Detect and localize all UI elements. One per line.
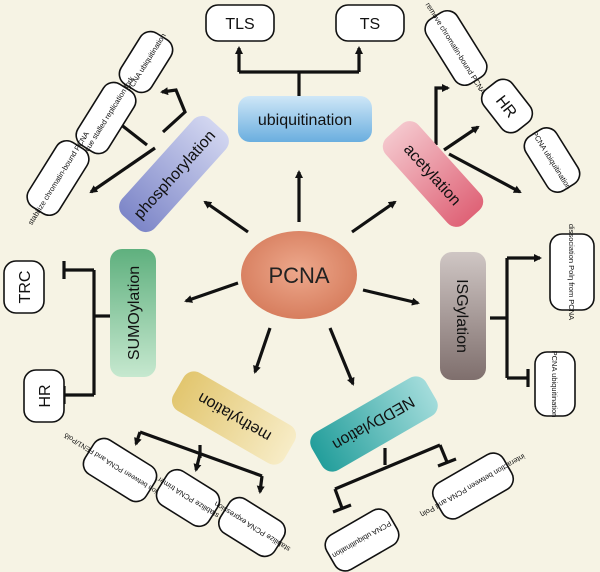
center-node: PCNA: [241, 231, 357, 319]
outcome-isg-ubiquitination: PCNA ubiquitination: [534, 351, 576, 418]
pill-acetylation: acetylation: [382, 121, 484, 227]
outcome-tls-label: TLS: [225, 16, 254, 33]
outcome-trc-label: TRC: [17, 271, 34, 304]
outcome-sumo-hr-label: HR: [37, 384, 54, 407]
outcome-isg-dissociation: dissociation Polη from PCNA: [549, 224, 595, 320]
arrow-to-methylation: [253, 327, 272, 374]
sumoylation-connectors: [62, 261, 110, 404]
outcome-ace-ubiquitination: PCNA ubiquitination: [523, 127, 581, 193]
outcome-sumo-hr: HR: [23, 369, 65, 423]
pill-isgylation: ISGylation: [440, 252, 486, 380]
outcome-isg-dissociation-label: dissociation Polη from PCNA: [567, 224, 576, 320]
isgylation-connectors: [490, 254, 542, 387]
outcome-ts-label: TS: [360, 16, 380, 33]
acetylation-connectors: [434, 84, 522, 194]
methylation-connectors: [134, 430, 265, 494]
pill-phosphorylation: phosphorylation: [119, 115, 229, 233]
outcome-trc: TRC: [3, 260, 45, 314]
pill-ubiquitination-label: ubiquitination: [258, 112, 352, 129]
pill-methylation: methylation: [171, 371, 297, 465]
outcome-nedd-interaction: interaction between PCNA and Polη: [419, 452, 527, 520]
arrow-to-acetylation: [351, 200, 397, 234]
outcome-nedd-ubiquitination: PCNA ubiquitination: [324, 508, 400, 572]
outcome-ace-remove: remove chromatin-bound PCNA: [424, 1, 488, 96]
arrow-to-phosphorylation: [203, 200, 249, 234]
center-label: PCNA: [268, 263, 329, 288]
outcome-ace-hr: HR: [480, 78, 534, 134]
arrow-to-sumoylation: [184, 281, 239, 303]
pill-sumoylation: SUMOylation: [110, 249, 156, 377]
pill-sumoylation-label: SUMOylation: [126, 266, 143, 360]
pill-ubiquitination: ubiquitination: [238, 96, 372, 142]
center-arrows: [184, 170, 420, 386]
outcome-meth-trimer: stabilize PCNA trimer: [155, 468, 221, 528]
ubiquitination-connectors: [235, 46, 363, 96]
outcome-ts: TS: [335, 4, 405, 42]
outcome-isg-ubiquitination-label: PCNA ubiquitination: [550, 351, 559, 418]
svg-text:PCNA ubiquitination: PCNA ubiquitination: [550, 351, 559, 418]
svg-text:dissociation Polη from PCNA: dissociation Polη from PCNA: [567, 224, 576, 320]
pill-isgylation-label: ISGylation: [453, 279, 470, 353]
arrow-to-isgylation: [362, 288, 420, 306]
arrow-to-neddylation: [328, 327, 355, 386]
neddylation-connectors: [332, 443, 457, 514]
outcome-tls: TLS: [205, 4, 275, 42]
pill-neddylation: NEDDylation: [310, 376, 438, 472]
